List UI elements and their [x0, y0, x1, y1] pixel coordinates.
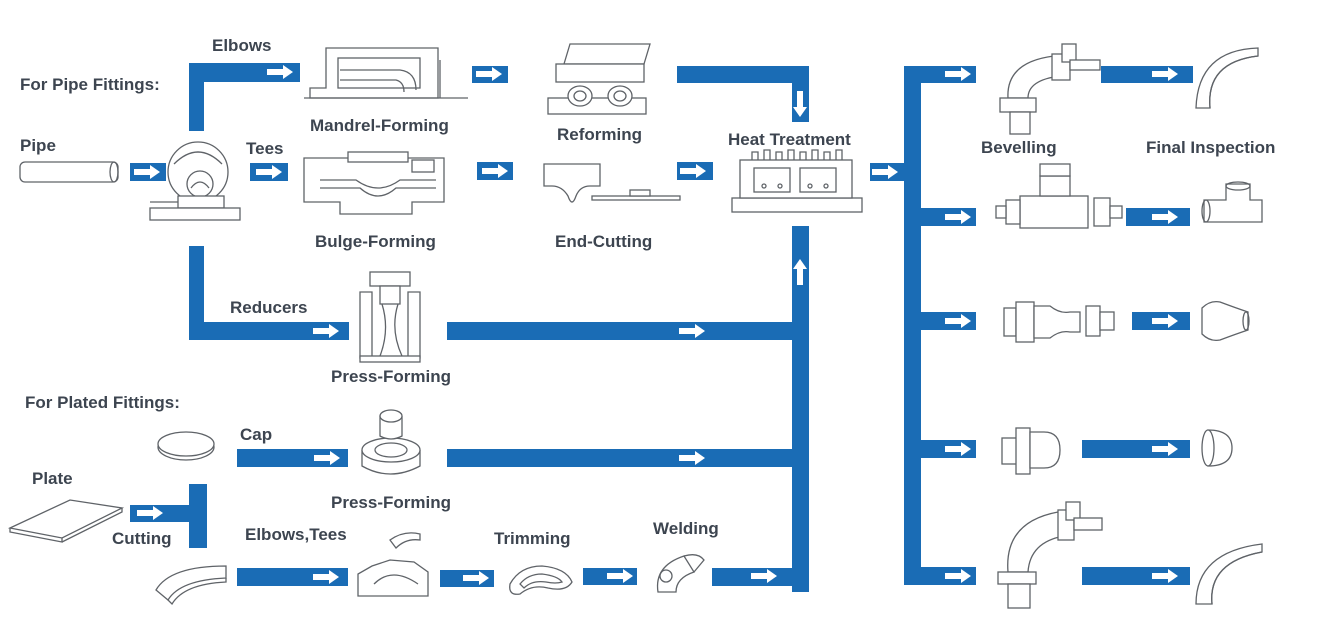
- pipe-cap-blank-to-press: [237, 449, 348, 467]
- flow-arrow-right-27: [1152, 442, 1178, 456]
- flow-arrow-right-5: [476, 67, 502, 81]
- pipe-label: Pipe: [20, 136, 56, 155]
- flow-arrow-right-23: [945, 569, 971, 583]
- reforming-label: Reforming: [557, 125, 642, 144]
- pipe-reforming-to-heat-h: [677, 66, 809, 83]
- pipe-to-final-1: [1101, 66, 1193, 83]
- welding-label: Welding: [653, 519, 719, 538]
- bevel-cap-icon: [1001, 427, 1061, 475]
- flow-arrow-right-1: [267, 65, 293, 79]
- cap-press-icon: [361, 409, 421, 475]
- end-cutting-icon: [543, 163, 681, 203]
- pipe-cap-press-to-heat: [447, 449, 809, 467]
- flow-arrow-down-9: [793, 91, 807, 117]
- pipe-reducer-branch-vertical: [189, 246, 204, 338]
- trimmed-ring-icon: [509, 565, 573, 595]
- bulge-forming-label: Bulge-Forming: [315, 232, 436, 251]
- final-elbow-icon: [1195, 47, 1259, 109]
- elbow-blank-icon: [155, 565, 227, 606]
- flow-arrow-right-11: [872, 165, 898, 179]
- trimming-label: Trimming: [494, 529, 571, 548]
- press-die-icon: [359, 271, 421, 363]
- flow-arrow-right-2: [134, 165, 160, 179]
- tees-label: Tees: [246, 139, 284, 158]
- pipe-icon: [19, 161, 119, 183]
- flow-arrow-right-18: [751, 569, 777, 583]
- final-cap-icon: [1201, 429, 1233, 467]
- flow-pipes: [130, 63, 1193, 592]
- heat-treatment-label: Heat Treatment: [728, 130, 851, 149]
- pipe-press-to-heat: [447, 322, 809, 340]
- pipe-heat-collector-v: [792, 226, 809, 592]
- final-tee-icon: [1201, 181, 1263, 223]
- flow-arrow-right-16: [463, 571, 489, 585]
- reducers-label: Reducers: [230, 298, 308, 317]
- end-cutting-label: End-Cutting: [555, 232, 653, 251]
- flow-arrow-right-6: [482, 164, 508, 178]
- cutting-label: Cutting: [112, 529, 172, 548]
- cap-blank-icon: [157, 431, 215, 461]
- cap-label: Cap: [240, 425, 273, 444]
- flow-arrow-right-20: [945, 210, 971, 224]
- flow-arrows: [134, 65, 1178, 585]
- flow-arrow-right-28: [1152, 569, 1178, 583]
- pipe-to-bevel-4: [904, 440, 976, 458]
- flow-arrow-right-13: [679, 451, 705, 465]
- pipe-cutting-stem: [189, 484, 207, 548]
- mandrel-forming-label: Mandrel-Forming: [310, 116, 449, 135]
- pipe-to-bevel-2: [904, 208, 976, 226]
- pipe-elbow-blank-to-die: [237, 568, 348, 586]
- heat-treatment-furnace-icon: [731, 149, 863, 213]
- flow-arrow-right-14: [137, 506, 163, 520]
- bevel-tee-icon: [995, 163, 1123, 229]
- for-plated-fittings-heading: For Plated Fittings:: [25, 393, 180, 412]
- flow-arrow-right-24: [1152, 67, 1178, 81]
- flow-arrow-right-26: [1152, 314, 1178, 328]
- for-pipe-fittings-heading: For Pipe Fittings:: [20, 75, 160, 94]
- flow-arrow-right-3: [256, 165, 282, 179]
- pipe-bender-machine-icon: [149, 141, 241, 221]
- pipe-reducer-branch-horizontal: [189, 322, 349, 340]
- pipe-to-bevel-1: [904, 66, 976, 83]
- elbow-press-die-icon: [357, 532, 429, 597]
- bevel-long-elbow-icon: [997, 501, 1103, 609]
- pipe-to-final-4: [1082, 440, 1190, 458]
- flow-arrow-right-21: [945, 314, 971, 328]
- pipe-to-bevel-5: [904, 567, 976, 585]
- pipe-to-final-5: [1082, 567, 1190, 585]
- press-forming-top-label: Press-Forming: [331, 367, 451, 386]
- bevel-elbow-icon: [999, 43, 1101, 135]
- plate-icon: [7, 499, 125, 543]
- press-forming-bottom-label: Press-Forming: [331, 493, 451, 512]
- flow-arrow-right-19: [945, 67, 971, 81]
- flow-arrow-right-25: [1152, 210, 1178, 224]
- flow-arrow-right-8: [679, 324, 705, 338]
- flow-arrow-right-15: [313, 570, 339, 584]
- elbows-label: Elbows: [212, 36, 272, 55]
- mandrel-die-icon: [304, 47, 468, 99]
- bulge-die-icon: [303, 151, 445, 215]
- elbows-tees-label: Elbows,Tees: [245, 525, 347, 544]
- flow-arrow-right-17: [607, 569, 633, 583]
- bevelling-label: Bevelling: [981, 138, 1057, 157]
- plate-label: Plate: [32, 469, 73, 488]
- flow-arrow-right-12: [314, 451, 340, 465]
- reforming-die-icon: [547, 43, 651, 115]
- pipe-elbow-branch-horizontal: [189, 63, 300, 82]
- final-reducer-icon: [1201, 300, 1250, 342]
- pipe-to-bevel-3: [904, 312, 976, 330]
- welded-elbow-icon: [656, 554, 705, 593]
- flow-arrow-right-7: [680, 164, 706, 178]
- final-long-elbow-icon: [1195, 543, 1263, 605]
- final-inspection-label: Final Inspection: [1146, 138, 1276, 157]
- flow-arrow-right-22: [945, 442, 971, 456]
- bevel-reducer-icon: [1003, 301, 1115, 343]
- flow-arrow-up-10: [793, 259, 807, 285]
- flow-arrow-right-4: [313, 324, 339, 338]
